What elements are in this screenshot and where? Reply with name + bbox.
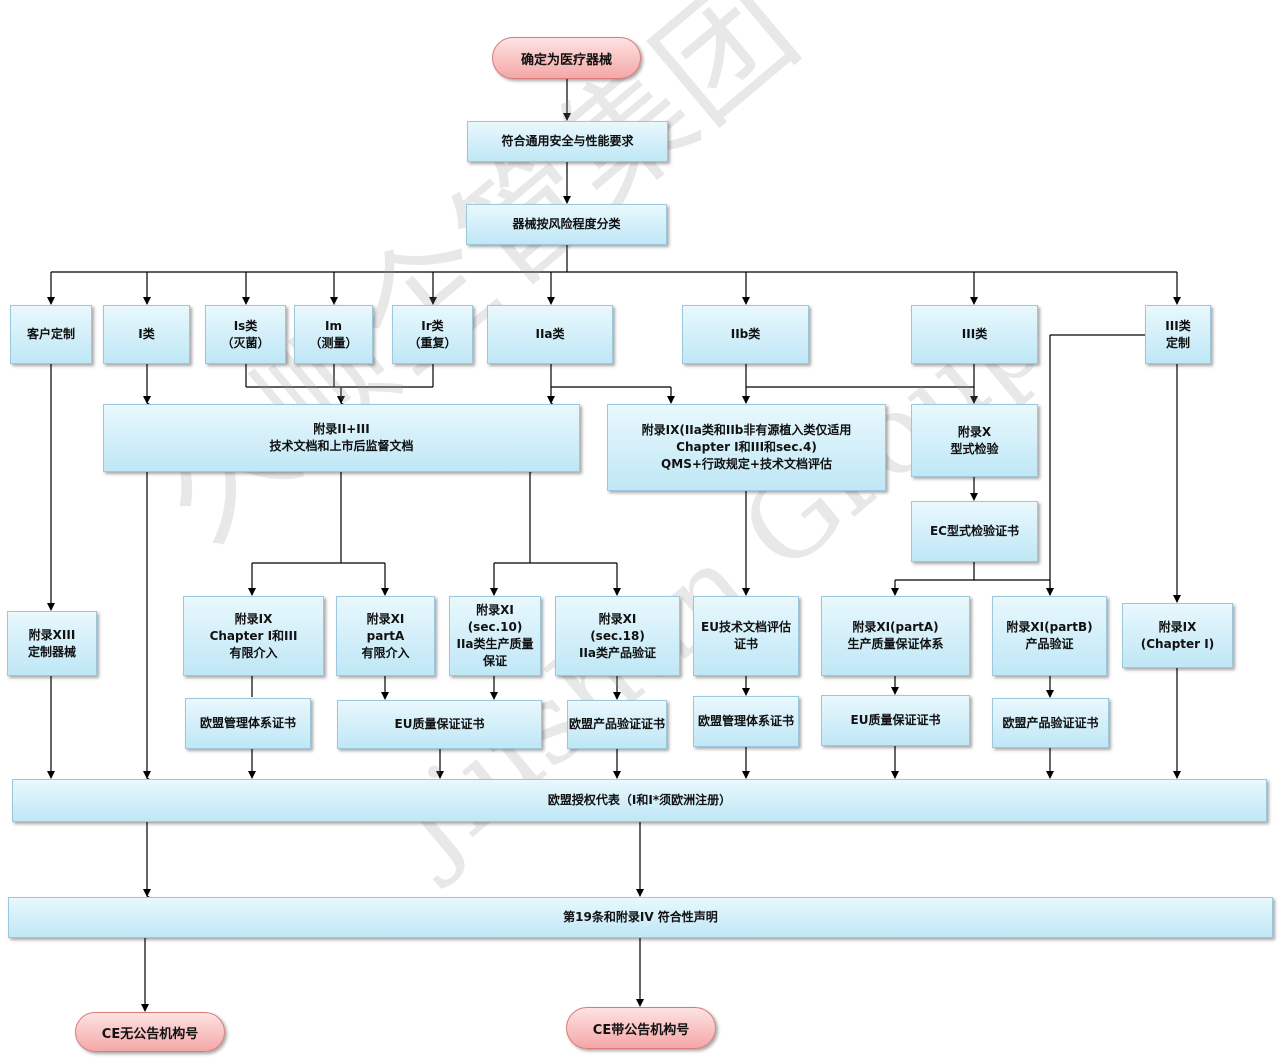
annex-xi-sec18: 附录XI (sec.18) IIa类产品验证 [555, 596, 680, 676]
cert-eu-qa-1: EU质量保证证书 [337, 700, 542, 749]
cert-eu-management-1: 欧盟管理体系证书 [185, 698, 311, 749]
cert-eu-qa-2: EU质量保证证书 [821, 695, 970, 746]
eu-authorized-rep: 欧盟授权代表（I和I*须欧洲注册） [12, 779, 1267, 822]
class-iib: IIb类 [682, 305, 809, 364]
annex-xi-parta: 附录XI(partA) 生产质量保证体系 [821, 596, 970, 676]
annex-ii-iii: 附录II+III 技术文档和上市后监督文档 [103, 404, 580, 472]
ec-type-cert: EC型式检验证书 [911, 501, 1038, 562]
ce-without-nb-terminal: CE无公告机构号 [75, 1012, 225, 1052]
annex-xi-sec10: 附录XI (sec.10) IIa类生产质量 保证 [449, 596, 541, 676]
class-is: Is类 （灭菌） [205, 305, 286, 364]
cert-eu-management-2: 欧盟管理体系证书 [693, 696, 799, 747]
class-i: I类 [103, 305, 190, 364]
annex-x: 附录X 型式检验 [911, 404, 1038, 477]
classify-box: 器械按风险程度分类 [466, 204, 667, 245]
class-im: Im （测量） [294, 305, 373, 364]
annex-ix-chapter-i-iii: 附录IX Chapter I和III 有限介入 [183, 596, 324, 676]
declaration-of-conformity: 第19条和附录IV 符合性声明 [8, 897, 1273, 938]
cert-eu-product-2: 欧盟产品验证证书 [992, 698, 1109, 748]
class-custom: 客户定制 [10, 305, 92, 364]
annex-ix-main: 附录IX(IIa类和IIb非有源植入类仅适用 Chapter I和III和sec… [607, 404, 886, 491]
annex-ix-chapter-i: 附录IX (Chapter I) [1122, 603, 1233, 668]
class-ir: Ir类 （重复） [392, 305, 473, 364]
cert-eu-product-1: 欧盟产品验证证书 [567, 700, 667, 749]
annex-xi-parta-limited: 附录XI partA 有限介入 [336, 596, 435, 676]
class-iii: III类 [911, 305, 1038, 364]
class-iia: IIa类 [487, 305, 613, 364]
ce-with-nb-terminal: CE带公告机构号 [566, 1007, 716, 1049]
start-terminal: 确定为医疗器械 [492, 37, 641, 79]
class-iii-custom: III类 定制 [1145, 305, 1211, 364]
annex-xiii: 附录XIII 定制器械 [7, 611, 97, 676]
gspr-box: 符合通用安全与性能要求 [467, 121, 668, 162]
annex-xi-partb: 附录XI(partB) 产品验证 [992, 596, 1107, 676]
eu-tech-doc-cert: EU技术文档评估 证书 [693, 596, 799, 676]
